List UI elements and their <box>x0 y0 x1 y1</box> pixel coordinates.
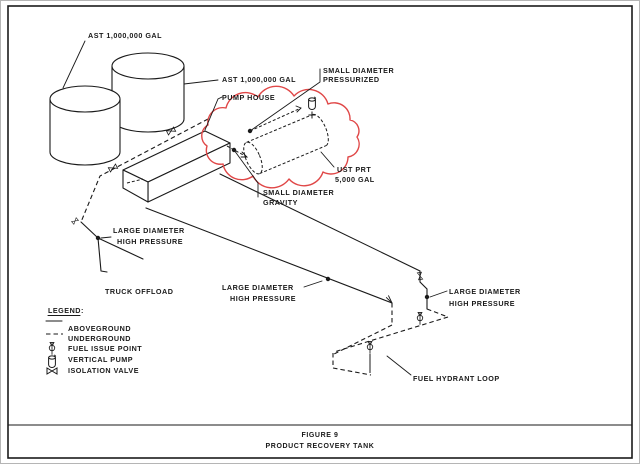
ast-tank-left <box>49 85 121 166</box>
label-large-diameter-left-2: HIGH PRESSURE <box>117 237 183 246</box>
large-diameter-pipe-upper <box>219 173 430 310</box>
figure-number: FIGURE 9 <box>301 432 338 439</box>
label-small-diameter-pressurized-2: PRESSURIZED <box>323 75 380 84</box>
revision-cloud <box>201 85 360 189</box>
label-large-diameter-right-2: HIGH PRESSURE <box>449 299 515 308</box>
label-small-diameter-gravity-1: SMALL DIAMETER <box>263 188 334 197</box>
pump-house-box <box>122 130 231 203</box>
ast-tank-right <box>111 52 185 133</box>
label-fuel-hydrant-loop: FUEL HYDRANT LOOP <box>413 374 500 383</box>
legend-item-isolation-valve: ISOLATION VALVE <box>68 366 139 375</box>
legend-item-vertical-pump: VERTICAL PUMP <box>68 355 133 364</box>
label-small-diameter-pressurized-1: SMALL DIAMETER <box>323 66 394 75</box>
drawing-border <box>7 5 633 459</box>
legend-item-fuel-issue-point: FUEL ISSUE POINT <box>68 344 142 353</box>
label-ast-1: AST 1,000,000 GAL <box>88 31 162 40</box>
legend: LEGEND: ABOVEGROUND UNDERGROUND FUEL ISS… <box>45 306 142 375</box>
label-large-diameter-right-1: LARGE DIAMETER <box>449 287 521 296</box>
label-ust-prt-1: UST PRT <box>337 165 371 174</box>
label-pump-house: PUMP HOUSE <box>222 93 275 102</box>
legend-item-underground: UNDERGROUND <box>68 334 131 343</box>
fuel-hydrant-loop-lines <box>332 303 449 376</box>
label-large-diameter-center-1: LARGE DIAMETER <box>222 283 294 292</box>
figure-title: PRODUCT RECOVERY TANK <box>266 443 375 450</box>
label-small-diameter-gravity-2: GRAVITY <box>263 198 298 207</box>
label-large-diameter-center-2: HIGH PRESSURE <box>230 294 296 303</box>
label-ast-2: AST 1,000,000 GAL <box>222 75 296 84</box>
legend-item-aboveground: ABOVEGROUND <box>68 324 131 333</box>
label-ust-prt-2: 5,000 GAL <box>335 175 375 184</box>
title-block: FIGURE 9 PRODUCT RECOVERY TANK <box>7 424 633 450</box>
legend-title: LEGEND: <box>48 306 84 315</box>
label-truck-offload: TRUCK OFFLOAD <box>105 287 173 296</box>
truck-offload-lines <box>80 221 144 273</box>
leader-lines <box>62 40 448 376</box>
label-large-diameter-left-1: LARGE DIAMETER <box>113 226 185 235</box>
